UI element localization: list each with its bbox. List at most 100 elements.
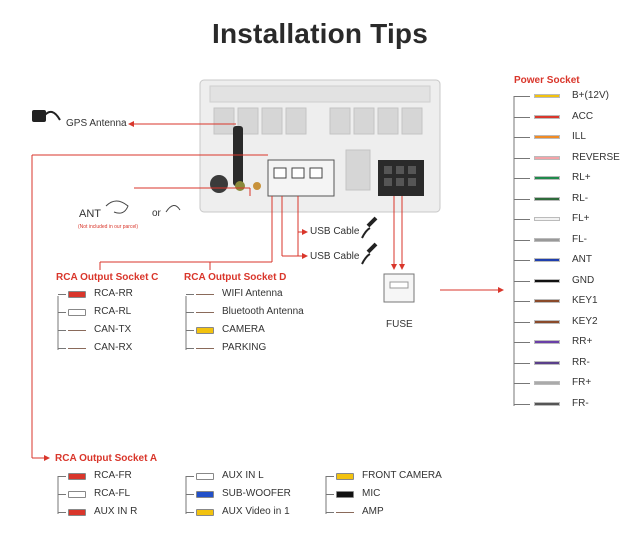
rca-plug-icon (196, 491, 214, 498)
rca-label: WIFI Antenna (222, 288, 283, 299)
wire-color-swatch (534, 94, 560, 98)
power-wire-row: REVERSE (514, 152, 640, 166)
rca-plug-icon (336, 473, 354, 480)
ant-or-label: or (152, 208, 161, 219)
bracket-tick (514, 96, 530, 97)
antenna-adapter-icon (105, 200, 181, 214)
rca-plug-icon (196, 327, 214, 334)
power-wire-label: GND (572, 274, 595, 286)
fuse-icon (383, 273, 415, 303)
rca-row: MIC (326, 488, 456, 502)
head-unit-rear-panel (199, 79, 441, 213)
power-wire-row: RL+ (514, 172, 640, 186)
power-wire-row: KEY2 (514, 316, 640, 330)
power-wire-row: RR+ (514, 336, 640, 350)
rca-row: RCA-RL (58, 306, 178, 320)
bracket-tick (326, 512, 334, 513)
bracket-tick (58, 330, 66, 331)
bracket-tick (514, 198, 530, 200)
rca-plug-icon (68, 291, 86, 298)
ant-note: (Not included in our parcel) (78, 224, 139, 230)
bracket-tick (514, 280, 530, 282)
power-wire-label: REVERSE (572, 151, 620, 163)
bracket-tick (326, 494, 334, 495)
rca-label: PARKING (222, 342, 267, 353)
cable-line (336, 512, 354, 513)
bracket-tick (514, 342, 530, 343)
rca-label: RCA-RR (94, 288, 133, 299)
power-wire-label: KEY2 (572, 315, 598, 327)
bracket-tick (186, 312, 194, 313)
bracket-tick (58, 494, 66, 495)
gps-antenna-label: GPS Antenna (66, 118, 127, 129)
rca-label: AUX IN L (222, 470, 264, 481)
rca-plug-icon (196, 473, 214, 480)
bracket-tick (186, 494, 194, 495)
bracket-tick (186, 330, 194, 331)
power-wire-label: ANT (572, 254, 592, 265)
wire-color-swatch (534, 217, 560, 221)
rca-label: FRONT CAMERA (362, 470, 442, 481)
usb-cable-label-2: USB Cable (310, 251, 360, 262)
power-wire-label: RR+ (572, 336, 593, 347)
power-wire-label: KEY1 (572, 295, 598, 306)
power-wire-label: RL+ (572, 172, 591, 183)
wire-color-swatch (534, 135, 560, 139)
wire-color-swatch (534, 237, 560, 242)
wire-color-swatch (534, 176, 560, 180)
power-wire-label: RR- (572, 356, 590, 368)
bracket-tick (58, 476, 66, 477)
wire-color-swatch (534, 299, 560, 303)
power-wire-label: ACC (572, 110, 594, 122)
rca-label: CAMERA (222, 324, 265, 335)
rca-row: AUX IN R (58, 506, 178, 520)
gps-antenna-icon (32, 110, 61, 122)
power-wire-row: FL+ (514, 213, 640, 227)
rca-row: RCA-FR (58, 470, 178, 484)
power-wire-label: FR- (572, 397, 589, 409)
bracket-tick (58, 348, 66, 349)
rca-label: CAN-TX (94, 324, 132, 335)
ant-label: ANT (79, 208, 101, 220)
bracket-tick (186, 294, 194, 295)
bracket-tick (514, 239, 530, 241)
bracket-tick (326, 476, 334, 477)
bracket-tick (514, 116, 530, 118)
bracket-tick (514, 301, 530, 302)
rca-plug-icon (68, 473, 86, 480)
power-wire-row: ACC (514, 111, 640, 125)
rca-plug-icon (68, 309, 86, 316)
rca-socket-a-header: RCA Output Socket A (55, 453, 158, 464)
wire-color-swatch (534, 340, 560, 344)
power-wire-label: B+(12V) (572, 90, 609, 101)
power-wire-label: RL- (572, 192, 589, 204)
rca-label: SUB-WOOFER (222, 488, 291, 499)
power-wire-label: FL- (572, 233, 587, 245)
bracket-tick (514, 178, 530, 179)
rca-row: CAN-TX (58, 324, 178, 338)
rca-label: AUX Video in 1 (222, 506, 290, 517)
rca-plug-icon (336, 491, 354, 498)
rca-label: RCA-FR (94, 470, 132, 481)
bracket-tick (514, 362, 530, 364)
bracket-tick (186, 512, 194, 513)
power-wire-row: FL- (514, 234, 640, 248)
rca-plug-icon (68, 509, 86, 516)
wire-color-swatch (534, 360, 560, 365)
rca-socket-c-header: RCA Output Socket C (56, 272, 159, 283)
power-wire-row: RL- (514, 193, 640, 207)
wire-color-swatch (534, 401, 560, 406)
power-wire-row: FR- (514, 398, 640, 412)
power-wire-label: FL+ (572, 213, 590, 224)
rca-row: WIFI Antenna (186, 288, 326, 302)
rca-row: AUX IN L (186, 470, 316, 484)
wire-color-swatch (534, 319, 560, 324)
bracket-tick (514, 260, 530, 261)
wire-color-swatch (534, 196, 560, 201)
bracket-tick (514, 219, 530, 220)
power-wire-row: FR+ (514, 377, 640, 391)
fuse-label: FUSE (386, 319, 413, 330)
bracket-tick (514, 157, 530, 159)
